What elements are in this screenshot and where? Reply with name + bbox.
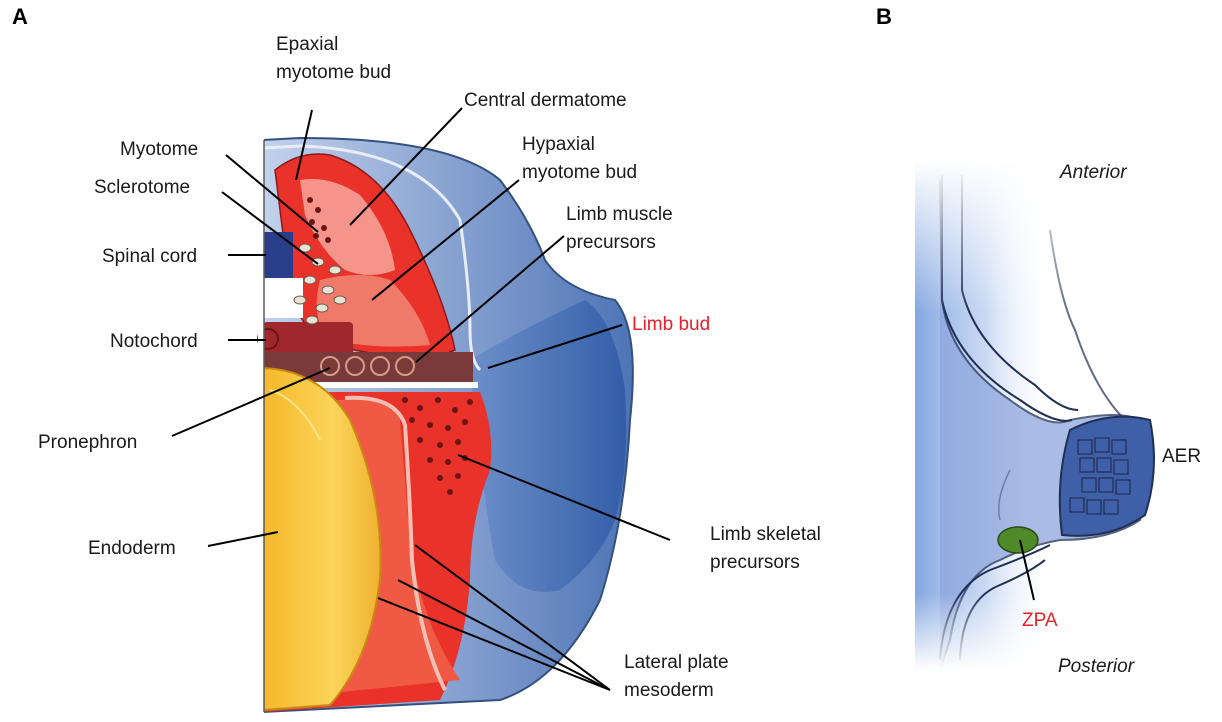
svg-text:myotome bud: myotome bud — [276, 62, 391, 83]
myotome-label: Myotome — [120, 139, 198, 160]
limb-bud-label: Limb bud — [632, 314, 710, 335]
zpa-label: ZPA — [1022, 610, 1058, 631]
hypaxial-label: Hypaxial — [522, 134, 595, 155]
limb-skeletal-label: Limb skeletal — [710, 524, 821, 545]
spinal-cord-label: Spinal cord — [102, 246, 197, 267]
svg-text:myotome bud: myotome bud — [522, 162, 637, 183]
svg-text:mesoderm: mesoderm — [624, 680, 714, 701]
svg-text:precursors: precursors — [710, 552, 800, 573]
central-dermatome-label: Central dermatome — [464, 90, 627, 111]
epaxial-label: Epaxial — [276, 34, 338, 55]
notochord-label: Notochord — [110, 331, 198, 352]
lateral-plate-label: Lateral plate — [624, 652, 729, 673]
spinal-cord — [263, 232, 293, 278]
svg-text:precursors: precursors — [566, 232, 656, 253]
limb-muscle-label: Limb muscle — [566, 204, 673, 225]
panel-a-label: A — [12, 4, 28, 29]
panel-b-label: B — [876, 4, 892, 29]
posterior-label: Posterior — [1058, 656, 1135, 677]
aer-label: AER — [1162, 446, 1201, 467]
limb-bud-schematic — [915, 160, 1155, 670]
sclerotome-label: Sclerotome — [94, 177, 190, 198]
notochord — [263, 322, 353, 356]
endoderm-label: Endoderm — [88, 538, 176, 559]
anterior-label: Anterior — [1059, 162, 1127, 183]
pronephron-label: Pronephron — [38, 432, 137, 453]
